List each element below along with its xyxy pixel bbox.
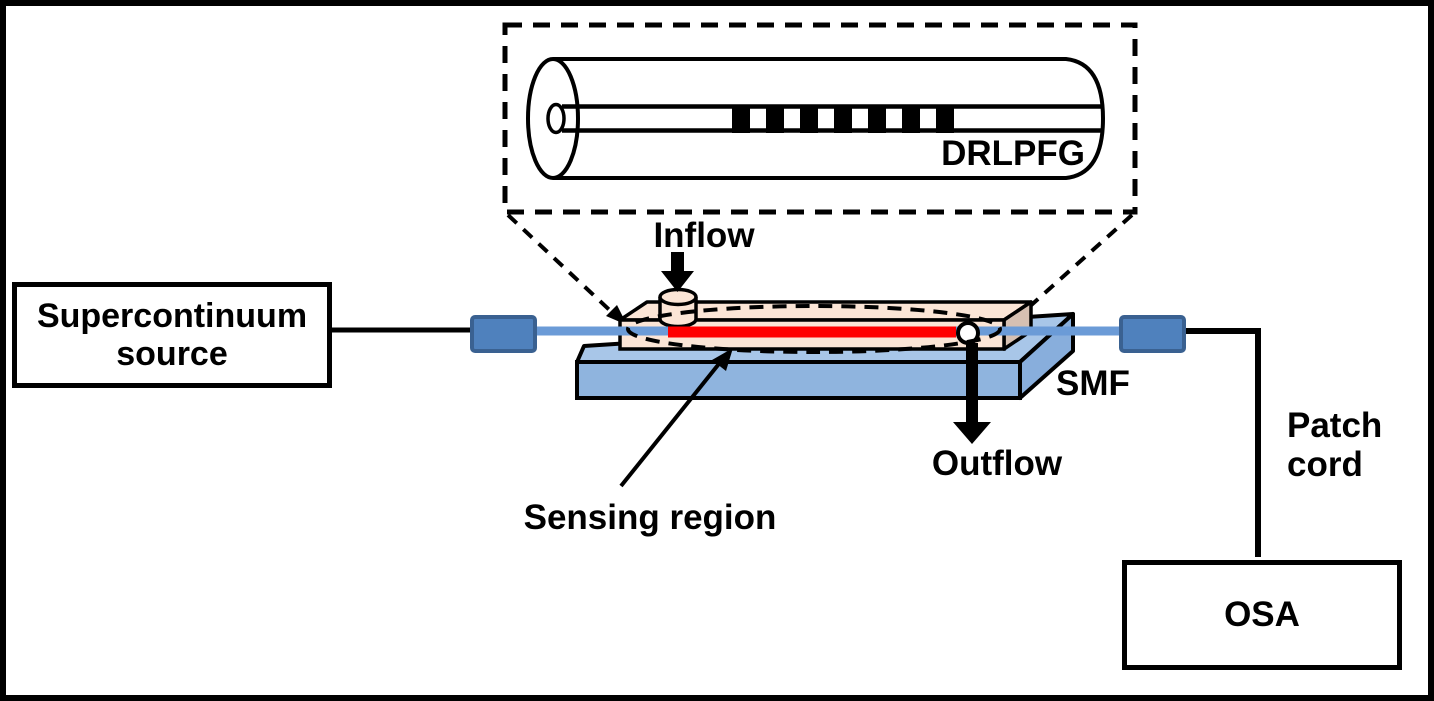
grating-pattern xyxy=(732,104,954,133)
inflow-arrow-icon xyxy=(661,271,694,292)
patch-cord-line xyxy=(1183,328,1261,557)
fiber-connector-right xyxy=(1119,315,1186,353)
fiber-core-lines xyxy=(562,104,1101,133)
magnified-region-ellipse xyxy=(626,304,1002,354)
fiber-core-end xyxy=(546,102,566,135)
grating-segment xyxy=(902,104,920,133)
inflow-arrow-shaft xyxy=(671,252,684,272)
inflow-label: Inflow xyxy=(653,216,755,255)
grating-segment xyxy=(834,104,852,133)
sensing-region-leader xyxy=(619,358,724,488)
grating-segment xyxy=(732,104,750,133)
sensing-region-label: Sensing region xyxy=(523,498,777,537)
callout-line-right xyxy=(1017,213,1134,318)
outflow-arrow-icon xyxy=(953,422,991,444)
supercontinuum-source-label: Supercontinuum source xyxy=(36,296,308,373)
grating-segment xyxy=(936,104,954,133)
stage-slab-front xyxy=(575,360,1022,400)
sensing-region-arrowhead-icon xyxy=(712,348,733,371)
fiber-connector-left xyxy=(470,315,537,353)
outflow-arrow-shaft xyxy=(966,343,978,424)
osa-label: OSA xyxy=(1224,595,1300,635)
patch-cord-label: Patch cord xyxy=(1287,406,1383,484)
osa-box: OSA xyxy=(1122,560,1402,670)
fiber-cylinder-body xyxy=(553,57,1106,180)
smf-label: SMF xyxy=(1056,364,1130,403)
grating-segment xyxy=(800,104,818,133)
inflow-port-top xyxy=(658,287,698,307)
drlpfg-label: DRLPFG xyxy=(941,134,1085,173)
grating-segment xyxy=(868,104,886,133)
grating-segment xyxy=(766,104,784,133)
callout-line-left xyxy=(506,213,619,319)
outflow-label: Outflow xyxy=(931,444,1063,483)
supercontinuum-source-box: Supercontinuum source xyxy=(12,282,332,388)
